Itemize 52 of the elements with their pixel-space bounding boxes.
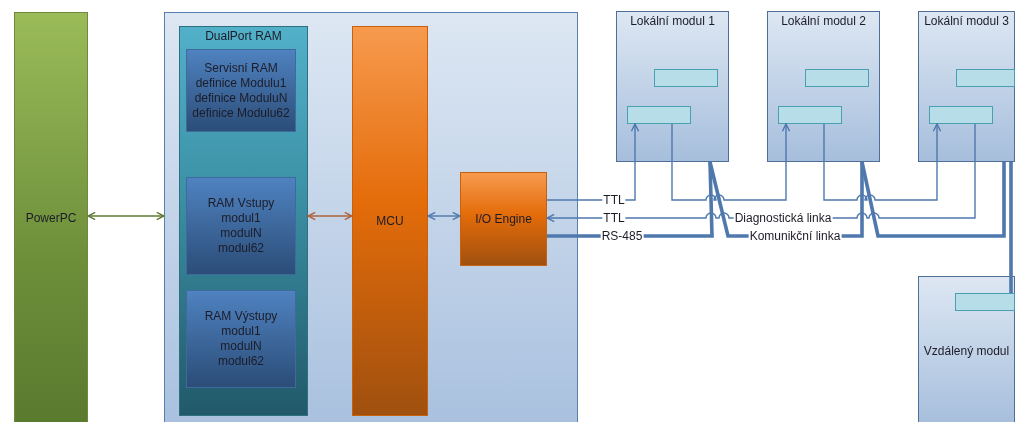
memory-section xyxy=(186,290,296,388)
port-box xyxy=(654,69,718,87)
port-box xyxy=(805,69,869,87)
arrow xyxy=(307,211,353,221)
node-label: definice Modulu62 xyxy=(192,105,290,121)
arrow xyxy=(427,211,461,221)
node-label: Lokální modul 3 xyxy=(923,14,1010,29)
port-box xyxy=(778,106,842,124)
module-box xyxy=(616,11,729,162)
node-label: I/O Engine xyxy=(475,211,532,227)
node-label: Lokální modul 2 xyxy=(780,14,867,29)
node-label: modul62 xyxy=(218,241,264,256)
node-label: modulN xyxy=(220,226,262,241)
node-label: PowerPC xyxy=(25,210,77,226)
edge-label: RS-485 xyxy=(600,229,644,243)
module-box xyxy=(767,11,880,162)
arrow xyxy=(546,123,640,201)
memory-section xyxy=(186,177,296,275)
node-label: modul1 xyxy=(221,324,261,339)
node-label: definice ModuluN xyxy=(194,90,288,106)
module-box xyxy=(918,11,1015,162)
node-label: modul62 xyxy=(218,354,264,369)
processor-block xyxy=(14,12,88,422)
edge-label: Komunikční linka xyxy=(748,229,842,243)
node-label: RAM Vstupy xyxy=(207,196,275,211)
connector-line xyxy=(860,161,1006,238)
connector-line xyxy=(1009,162,1013,293)
node-label: DualPort RAM xyxy=(204,29,283,44)
memory-block xyxy=(179,26,308,416)
node-label: modulN xyxy=(220,339,262,354)
signal-label: TTL xyxy=(602,211,626,225)
node-label: modul1 xyxy=(221,211,261,226)
node-label: MCU xyxy=(376,213,404,229)
arrow xyxy=(823,123,942,201)
port-box xyxy=(627,106,691,124)
processor-block xyxy=(460,172,547,266)
arrow xyxy=(87,211,165,221)
edge-label: Diagnostická linka xyxy=(733,211,833,225)
node-label: Lokální modul 1 xyxy=(629,14,716,29)
port-box xyxy=(929,106,993,124)
port-box xyxy=(956,69,1015,87)
edge-label: TTL xyxy=(602,193,626,207)
node-label: definice Modulu1 xyxy=(195,75,287,91)
node-label: Servisní RAM xyxy=(204,60,278,76)
memory-section xyxy=(186,49,296,132)
board-panel xyxy=(164,12,578,422)
module-box xyxy=(918,276,1015,422)
node-label: Vzdálený modul xyxy=(923,343,1010,359)
port-box xyxy=(955,293,1015,311)
arrow xyxy=(671,123,791,201)
processor-block xyxy=(352,26,428,416)
node-label: RAM Výstupy xyxy=(204,309,278,324)
